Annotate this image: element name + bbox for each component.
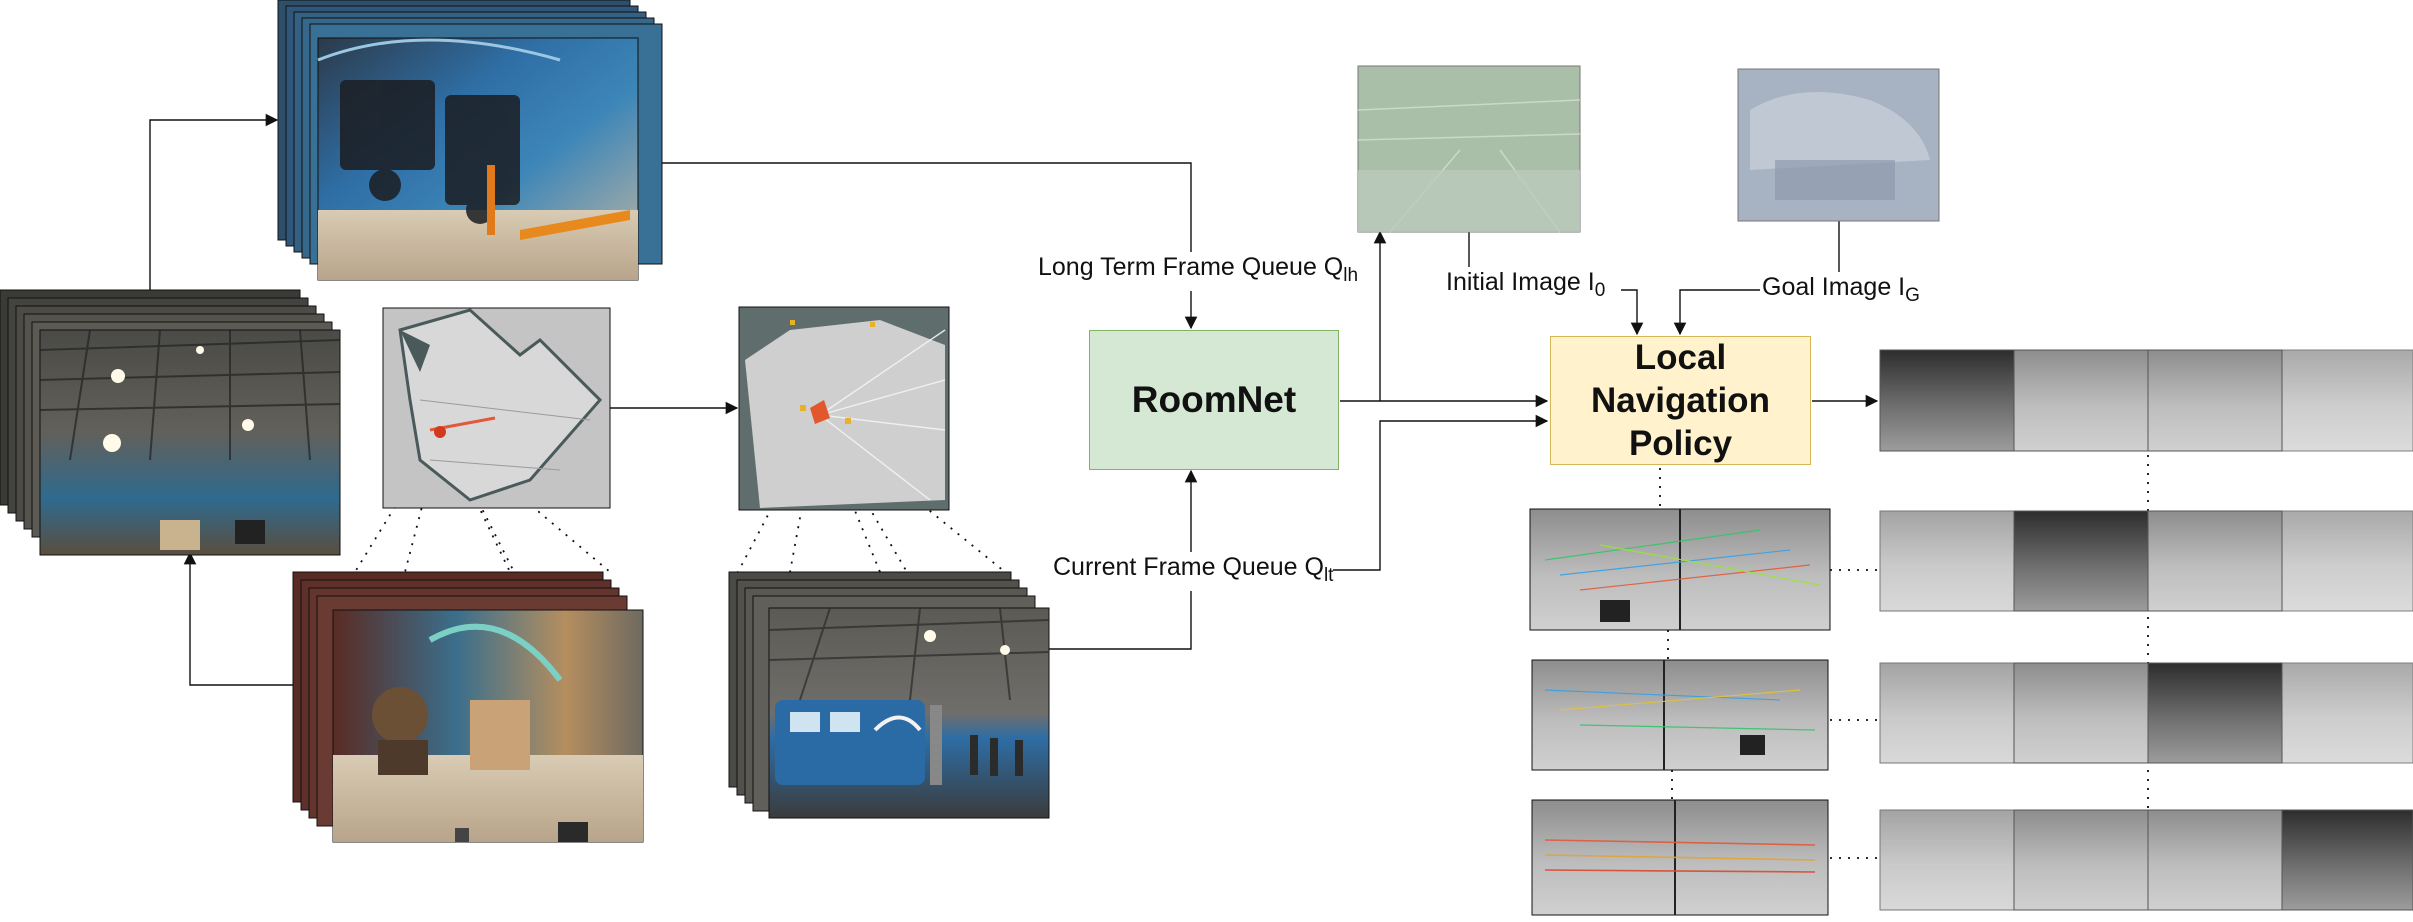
current-frame-queue-subscript: lt bbox=[1323, 565, 1334, 586]
warehouse-mural-stack bbox=[277, 0, 663, 281]
dotted-matches-to-grid bbox=[1830, 569, 1878, 859]
match-pair-1 bbox=[1529, 508, 1831, 631]
grid-map-left bbox=[382, 307, 611, 509]
edge-stack-to-top-stack bbox=[149, 113, 279, 290]
initial-image-thumbnail bbox=[1357, 65, 1581, 233]
match-pair-3 bbox=[1531, 799, 1829, 916]
goal-image-text: Goal Image I bbox=[1762, 273, 1906, 301]
roomnet-node: RoomNet bbox=[1089, 330, 1339, 470]
edge-closeup-to-stack bbox=[183, 551, 293, 686]
match-pair-2 bbox=[1531, 659, 1829, 771]
initial-image-text: Initial Image I bbox=[1446, 268, 1595, 296]
initial-image-subscript: 0 bbox=[1594, 280, 1606, 301]
edge-train-to-roomnet bbox=[1049, 469, 1198, 650]
edge-top-stack-to-roomnet bbox=[638, 162, 1198, 330]
current-frame-queue-label: Current Frame Queue Qlt bbox=[1053, 552, 1334, 591]
thumbnail-grid bbox=[1879, 349, 2413, 911]
goal-image-subscript: G bbox=[1905, 285, 1920, 306]
goal-image-label: Goal Image IG bbox=[1762, 272, 1920, 311]
goal-image-thumbnail bbox=[1737, 68, 1940, 222]
mural-closeup-stack bbox=[292, 571, 644, 843]
roomnet-label: RoomNet bbox=[1131, 379, 1297, 420]
local-navigation-policy-label: Local Navigation Policy bbox=[1591, 338, 1770, 463]
edges bbox=[149, 113, 1879, 686]
initial-image-label: Initial Image I0 bbox=[1446, 267, 1606, 306]
grid-map-right bbox=[738, 306, 950, 511]
train-stack bbox=[728, 571, 1050, 819]
dotted-policy-to-matches bbox=[1659, 468, 1673, 800]
local-navigation-policy-node: Local Navigation Policy bbox=[1550, 336, 1811, 465]
warehouse-ceiling-stack bbox=[0, 289, 341, 556]
edge-current-queue-to-policy bbox=[1330, 414, 1549, 571]
current-frame-queue-text: Current Frame Queue Q bbox=[1053, 553, 1324, 581]
long-term-frame-queue-text: Long Term Frame Queue Q bbox=[1038, 253, 1344, 281]
long-term-frame-queue-subscript: lh bbox=[1343, 265, 1359, 286]
long-term-frame-queue-label: Long Term Frame Queue Qlh bbox=[1038, 252, 1359, 291]
